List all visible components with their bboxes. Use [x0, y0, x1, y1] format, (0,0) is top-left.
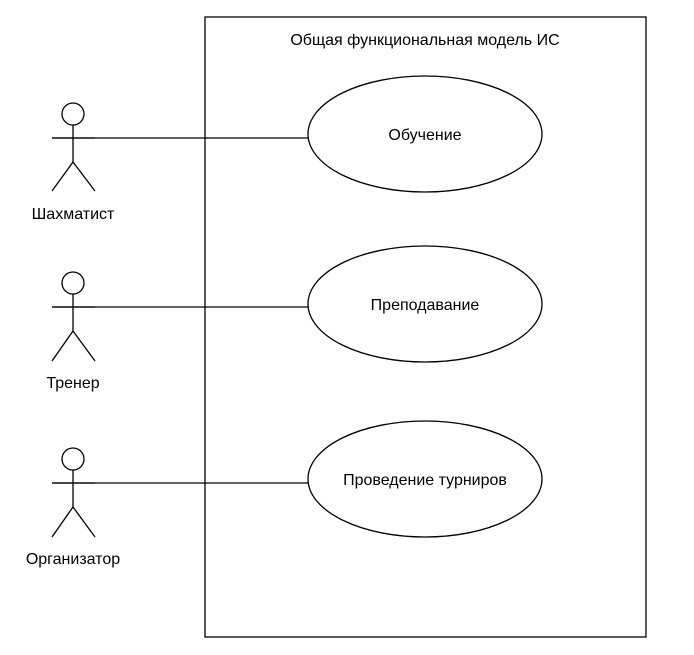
actor-head	[61, 271, 85, 295]
actor-trener	[51, 271, 96, 362]
system-title: Общая функциональная модель ИС	[290, 32, 559, 49]
system-boundary	[204, 16, 647, 638]
actor-right-leg	[72, 161, 96, 192]
actor-label-shakhmatist: Шахматист	[32, 206, 115, 223]
actor-right-leg	[72, 506, 96, 538]
actor-label-organizator: Организатор	[26, 551, 120, 568]
use-case-label-obuchenie: Обучение	[388, 127, 461, 144]
actor-label-trener: Тренер	[46, 375, 99, 392]
use-case-obuchenie	[307, 75, 543, 193]
actor-left-leg	[51, 506, 74, 538]
actor-left-leg	[51, 330, 74, 362]
use-case-prepodavanie	[307, 245, 543, 363]
actor-head	[61, 102, 85, 126]
actor-right-leg	[72, 330, 96, 362]
use-case-provedenie-turnirov	[307, 420, 543, 538]
use-case-label-prepodavanie: Преподавание	[371, 297, 480, 314]
actor-head	[61, 447, 85, 471]
actor-organizator	[51, 447, 96, 538]
actor-shakhmatist	[51, 102, 96, 192]
actor-left-leg	[51, 161, 74, 192]
use-case-label-provedenie-turnirov: Проведение турниров	[343, 472, 507, 489]
